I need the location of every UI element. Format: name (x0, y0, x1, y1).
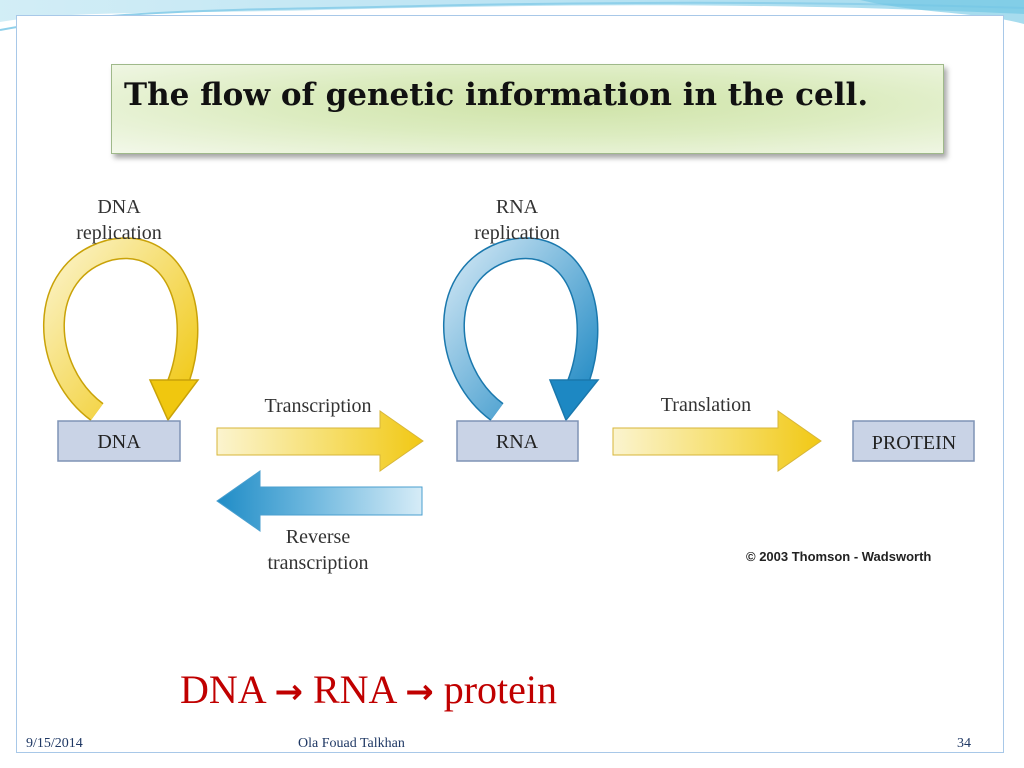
dna-box-label: DNA (97, 431, 141, 453)
dna-box: DNA (57, 420, 181, 462)
reverse-transcription-label-line1: Reverse (286, 526, 351, 548)
dna-replication-label-line2: replication (76, 222, 162, 244)
top-wave-decoration (0, 0, 1024, 31)
title-box: The flow of genetic information in the c… (111, 64, 944, 154)
rna-replication-arrow (443, 237, 600, 422)
rna-box-label: RNA (496, 431, 539, 453)
summary-rna: RNA (312, 667, 396, 712)
rna-box: RNA (456, 420, 579, 462)
slide-title: The flow of genetic information in the c… (124, 77, 869, 113)
translation-label: Translation (661, 394, 751, 416)
protein-box: PROTEIN (852, 420, 975, 462)
summary-protein: protein (443, 667, 558, 712)
rna-replication-label-line2: replication (474, 222, 560, 244)
footer-page-number: 34 (957, 736, 971, 751)
summary-arrow-2: → (405, 672, 434, 712)
footer-author: Ola Fouad Talkhan (298, 736, 405, 751)
summary-dna: DNA (180, 667, 265, 712)
reverse-transcription-label-line2: transcription (267, 552, 368, 574)
footer-date: 9/15/2014 (26, 736, 83, 751)
dna-replication-arrow (43, 237, 200, 422)
reverse-transcription-arrow (216, 470, 423, 532)
summary-line: DNA → RNA → protein (180, 666, 557, 713)
copyright-notice: © 2003 Thomson - Wadsworth (746, 549, 931, 564)
translation-arrow (612, 410, 822, 472)
summary-arrow-1: → (274, 672, 303, 712)
dna-replication-label-line1: DNA (97, 196, 141, 218)
transcription-label: Transcription (264, 395, 371, 417)
rna-replication-label-line1: RNA (496, 196, 539, 218)
transcription-arrow (216, 410, 424, 472)
protein-box-label: PROTEIN (872, 432, 956, 454)
